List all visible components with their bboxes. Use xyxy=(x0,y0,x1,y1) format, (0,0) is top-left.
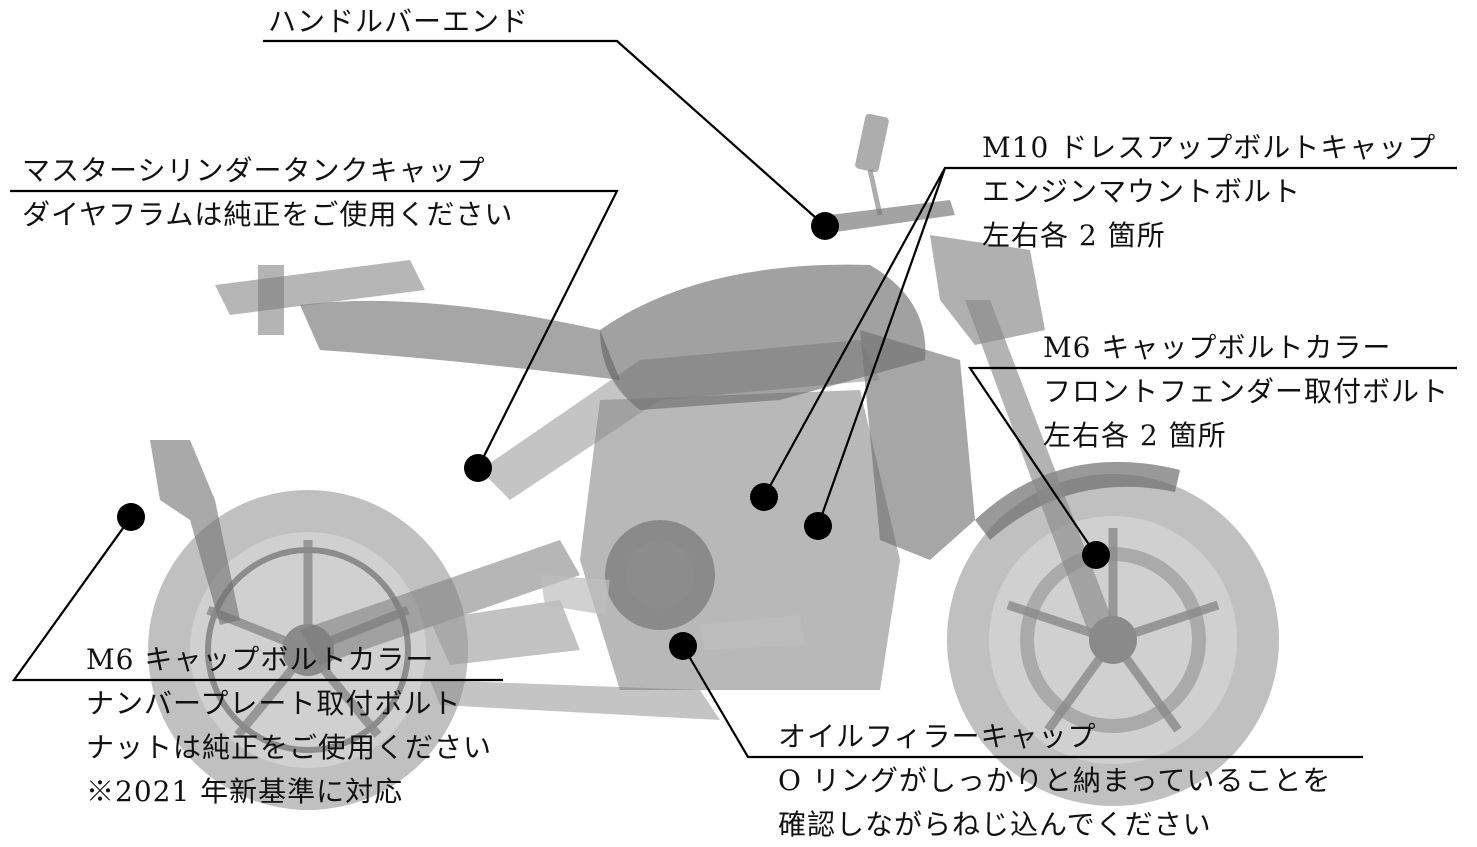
leader-m6-rear xyxy=(11,516,503,682)
marker-m10-a xyxy=(750,483,778,511)
markers xyxy=(117,212,1110,660)
leader-oil-filler xyxy=(682,645,1363,759)
callout-line: オイルフィラーキャップ xyxy=(778,720,1097,753)
callout-line: ナンバープレート取付ボルト xyxy=(86,687,462,720)
callout-line: 左右各 2 箇所 xyxy=(982,219,1166,252)
callout-line: ナットは純正をご使用ください xyxy=(86,731,493,764)
marker-master-cylinder xyxy=(464,454,492,482)
marker-oil-filler xyxy=(669,632,697,660)
callout-m10-dressup: M10 ドレスアップボルトキャップ エンジンマウントボルト 左右各 2 箇所 xyxy=(982,126,1436,258)
callout-line: エンジンマウントボルト xyxy=(982,175,1302,208)
callout-master-cylinder: マスターシリンダータンクキャップ ダイヤフラムは純正をご使用ください xyxy=(22,149,513,237)
leader-m10-b xyxy=(816,167,947,527)
marker-m6-front xyxy=(1082,541,1110,569)
callout-line: フロントフェンダー取付ボルト xyxy=(1043,375,1450,408)
callout-line: ハンドルバーエンド xyxy=(268,5,530,38)
callout-handlebar-end: ハンドルバーエンド xyxy=(268,0,529,44)
callout-line: ダイヤフラムは純正をご使用ください xyxy=(22,198,514,231)
callout-line: ※2021 年新基準に対応 xyxy=(86,775,404,808)
leader-master-cylinder xyxy=(10,189,619,469)
callout-m6-front: M6 キャップボルトカラー フロントフェンダー取付ボルト 左右各 2 箇所 xyxy=(1043,326,1449,458)
marker-m10-b xyxy=(804,512,832,540)
leader-handlebar-end xyxy=(263,39,826,227)
callout-line: マスターシリンダータンクキャップ xyxy=(22,154,486,187)
leader-lines xyxy=(10,39,1457,759)
callout-oil-filler: オイルフィラーキャップ O リングがしっかりと納まっていることを 確認しながらね… xyxy=(778,715,1331,847)
motorcycle-illustration xyxy=(148,113,1279,810)
callout-line: O リングがしっかりと納まっていることを xyxy=(778,764,1332,797)
callout-line: M10 ドレスアップボルトキャップ xyxy=(982,131,1437,164)
marker-handlebar-end xyxy=(811,212,839,240)
callout-line: M6 キャップボルトカラー xyxy=(86,643,435,676)
callout-line: M6 キャップボルトカラー xyxy=(1043,331,1392,364)
callout-m6-rear: M6 キャップボルトカラー ナンバープレート取付ボルト ナットは純正をご使用くだ… xyxy=(86,638,492,814)
callout-line: 左右各 2 箇所 xyxy=(1043,419,1227,452)
leader-m6-front xyxy=(967,366,1457,556)
marker-m6-rear xyxy=(117,503,145,531)
callout-line: 確認しながらねじ込んでください xyxy=(778,808,1212,841)
